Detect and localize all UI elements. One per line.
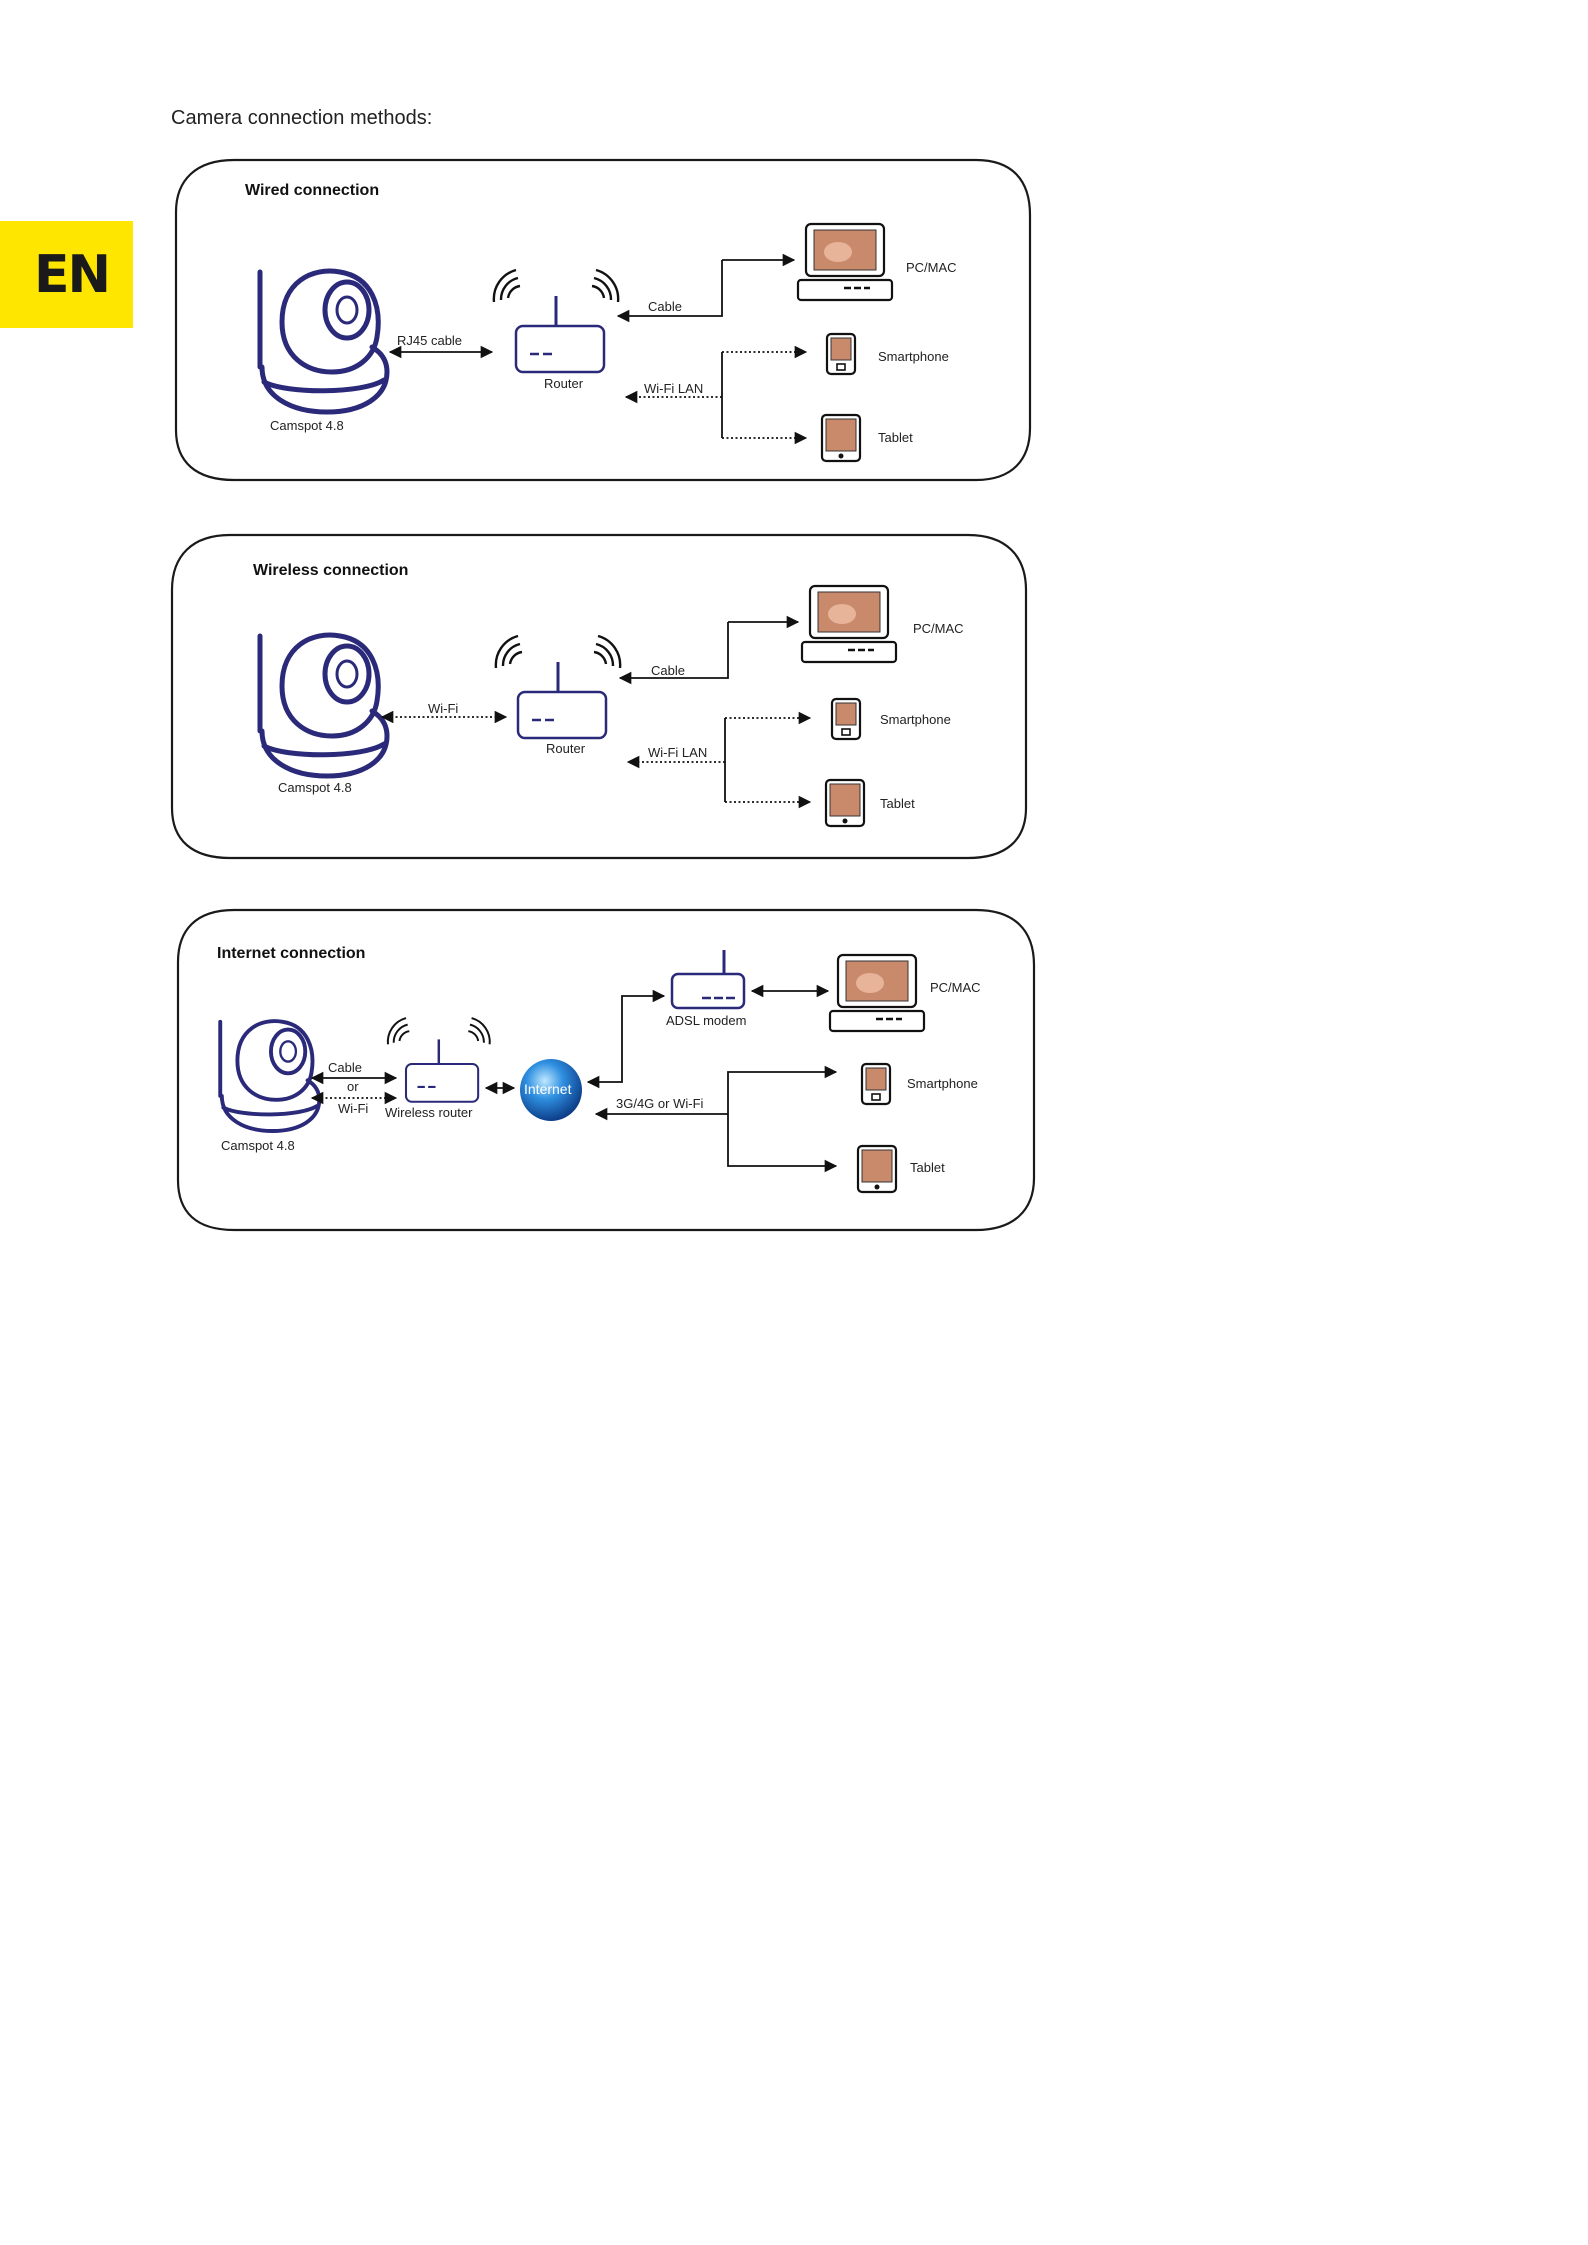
tablet-icon — [824, 778, 866, 828]
pc-icon — [800, 584, 898, 664]
wired-cable-link — [616, 260, 723, 323]
tablet-icon — [820, 413, 862, 463]
internet-pc-label: PC/MAC — [930, 980, 981, 995]
internet-or-label: or — [347, 1079, 359, 1094]
wireless-heading: Wireless connection — [253, 562, 408, 579]
internet-device-links — [727, 1065, 838, 1173]
internet-modem-link — [586, 989, 666, 1089]
smartphone-icon — [825, 332, 857, 376]
internet-cable-label: Cable — [328, 1060, 362, 1075]
internet-globe-label: Internet — [524, 1081, 572, 1097]
wired-cable-label: Cable — [648, 299, 682, 314]
page-title: Camera connection methods: — [171, 107, 433, 129]
internet-heading: Internet connection — [217, 945, 365, 962]
smartphone-icon — [860, 1062, 892, 1106]
internet-router-label: Wireless router — [385, 1105, 473, 1120]
wireless-panel: Wireless connection Camspot 4.8 Wi-Fi Ro… — [170, 533, 1028, 860]
wireless-cable-link — [618, 622, 729, 685]
internet-mobile-label: 3G/4G or Wi-Fi — [616, 1096, 704, 1111]
wireless-router-label: Router — [546, 741, 586, 756]
internet-tablet-label: Tablet — [910, 1160, 945, 1175]
internet-modem-label: ADSL modem — [666, 1013, 746, 1028]
tablet-icon — [856, 1144, 898, 1194]
smartphone-icon — [830, 697, 862, 741]
internet-smartphone-label: Smartphone — [907, 1076, 978, 1091]
wireless-link-label: Wi-Fi — [428, 701, 458, 716]
wired-panel: Wired connection Camspot 4.8 RJ45 cable … — [174, 158, 1032, 482]
wired-link-label: RJ45 cable — [397, 333, 462, 348]
wired-wifi-lan-label: Wi-Fi LAN — [644, 381, 703, 396]
language-tab-label: EN — [33, 244, 111, 305]
internet-panel: Internet connection Camspot 4.8 Cable or… — [176, 908, 1036, 1232]
wireless-camera-label: Camspot 4.8 — [278, 780, 352, 795]
internet-wifi-label: Wi-Fi — [338, 1101, 368, 1116]
wireless-wifi-lan-label: Wi-Fi LAN — [648, 745, 707, 760]
wired-router-label: Router — [544, 376, 584, 391]
wireless-tablet-label: Tablet — [880, 796, 915, 811]
wireless-cable-label: Cable — [651, 663, 685, 678]
wired-smartphone-label: Smartphone — [878, 349, 949, 364]
wireless-smartphone-label: Smartphone — [880, 712, 951, 727]
adsl-modem-icon — [670, 950, 746, 1010]
wired-heading: Wired connection — [245, 182, 379, 199]
wired-camera-label: Camspot 4.8 — [270, 418, 344, 433]
pc-icon — [828, 953, 926, 1033]
wireless-pc-label: PC/MAC — [913, 621, 964, 636]
wired-pc-label: PC/MAC — [906, 260, 957, 275]
pc-icon — [796, 222, 894, 302]
internet-camera-label: Camspot 4.8 — [221, 1138, 295, 1153]
language-tab: EN — [0, 221, 133, 328]
internet-globe-icon — [520, 1059, 582, 1121]
wired-tablet-label: Tablet — [878, 430, 913, 445]
